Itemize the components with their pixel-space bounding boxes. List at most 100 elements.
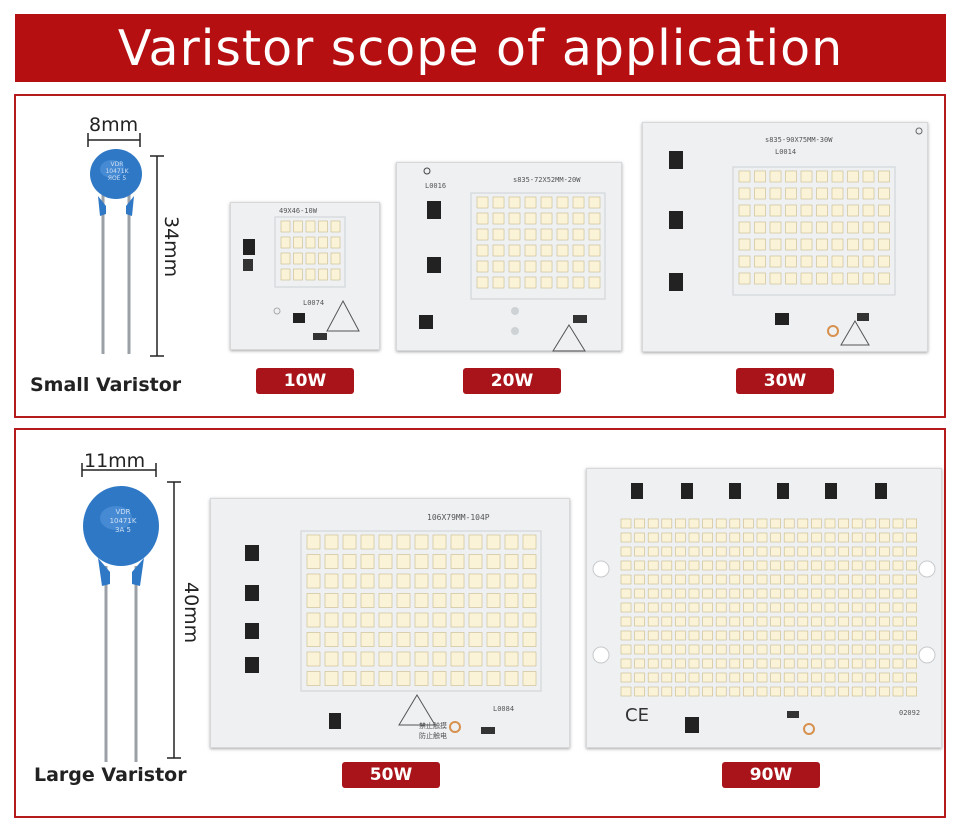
led-chip: [715, 630, 727, 641]
led-chip: [647, 686, 659, 697]
led-chip: [847, 170, 859, 183]
led-chip: [754, 255, 766, 268]
led-chip: [293, 236, 303, 249]
led-chip: [715, 644, 727, 655]
led-chip: [816, 238, 828, 251]
led-chip: [879, 560, 890, 571]
led-chip: [879, 602, 890, 613]
led-chip: [738, 272, 751, 285]
led-chip: [468, 612, 483, 628]
led-chip: [892, 560, 904, 571]
led-chip: [892, 518, 904, 529]
led-chip: [715, 616, 727, 627]
led-chip: [634, 686, 645, 697]
led-chip: [486, 573, 501, 589]
led-chip: [715, 518, 727, 529]
led-chip: [785, 187, 797, 200]
led-chip: [634, 630, 645, 641]
pcb-10w-code: L0074: [303, 299, 325, 307]
led-chip: [715, 532, 727, 543]
led-chip: [816, 272, 828, 285]
led-chip: [770, 518, 781, 529]
led-chip: [770, 546, 781, 557]
led-chip: [811, 560, 822, 571]
led-chip: [318, 252, 328, 265]
led-chip: [620, 658, 632, 669]
led-chip: [432, 651, 447, 667]
led-chip: [492, 260, 505, 273]
led-chip: [824, 532, 836, 543]
led-chip: [556, 196, 569, 209]
led-chip: [468, 651, 483, 667]
led-chip: [879, 574, 890, 585]
led-chip: [324, 534, 339, 550]
led-chip: [851, 588, 863, 599]
led-chip: [754, 272, 766, 285]
led-chip: [824, 616, 836, 627]
led-chip: [324, 632, 339, 647]
led-chip: [743, 686, 754, 697]
led-chip: [892, 602, 904, 613]
led-chip: [508, 260, 521, 273]
led-chip: [688, 658, 700, 669]
led-chip: [756, 546, 768, 557]
small-varistor-panel: 8mm 34mm VDR 10471K ЯОЕ 5 Small Varistor…: [14, 94, 946, 418]
led-chip: [797, 686, 809, 697]
led-chip: [378, 593, 393, 608]
led-chip: [838, 658, 849, 669]
led-chip: [754, 204, 766, 217]
led-chip: [572, 260, 585, 273]
led-chip: [634, 658, 645, 669]
led-chip: [862, 170, 875, 183]
led-chip: [770, 574, 781, 585]
led-chip: [862, 238, 875, 251]
led-chip: [486, 671, 501, 686]
led-chip: [770, 560, 781, 571]
led-chip: [468, 593, 483, 608]
pcb-90w-components: [592, 483, 936, 735]
led-chip: [816, 221, 828, 234]
led-chip: [504, 593, 519, 608]
led-chip: [715, 560, 727, 571]
led-chip: [342, 671, 357, 686]
pcb-20w-silk: s835-72X52MM-20W: [513, 176, 581, 184]
led-chip: [838, 644, 849, 655]
led-chip: [280, 268, 291, 281]
led-chip: [715, 574, 727, 585]
led-chip: [675, 560, 686, 571]
led-chip: [879, 672, 890, 683]
led-chip: [783, 630, 795, 641]
led-chip: [838, 560, 849, 571]
led-chip: [450, 612, 465, 628]
led-chip: [729, 672, 741, 683]
led-chip: [756, 560, 768, 571]
pcb-90w-code: 02092: [899, 709, 921, 717]
led-chip: [715, 672, 727, 683]
led-chip: [906, 630, 917, 641]
led-chip: [743, 616, 754, 627]
led-chip: [865, 602, 877, 613]
small-varistor-label: Small Varistor: [30, 374, 182, 396]
led-chip: [811, 644, 822, 655]
led-chip: [588, 244, 601, 257]
led-chip: [785, 255, 797, 268]
led-chip: [396, 534, 411, 550]
led-chip: [306, 671, 321, 686]
led-chip: [661, 560, 673, 571]
led-chip: [715, 588, 727, 599]
led-chip: [892, 546, 904, 557]
led-chip: [851, 658, 863, 669]
led-chip: [492, 276, 505, 289]
led-chip: [906, 532, 917, 543]
led-chip: [743, 518, 754, 529]
led-chip: [702, 672, 713, 683]
led-chip: [396, 554, 411, 569]
led-chip: [675, 546, 686, 557]
led-chip: [647, 672, 659, 683]
led-chip: [572, 244, 585, 257]
led-chip: [342, 632, 357, 647]
led-chip: [906, 560, 917, 571]
led-chip: [831, 238, 844, 251]
led-chip: [702, 602, 713, 613]
led-chip: [878, 272, 890, 285]
